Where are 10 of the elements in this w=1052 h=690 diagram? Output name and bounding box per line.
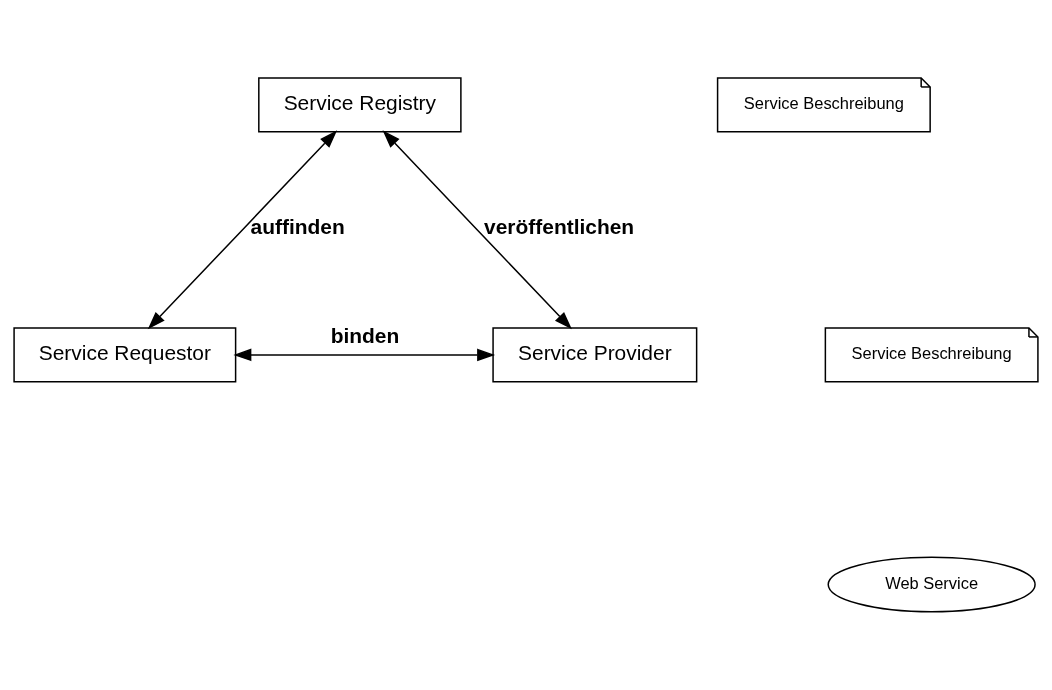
edge-label: binden [330,324,400,348]
edge-label: veröffentlichen [484,214,635,238]
node-ellipse: Web Service [827,556,1036,613]
arrow [147,130,338,330]
arrow [233,348,496,362]
node-box: Service Registry [258,77,462,133]
edge-label: auffinden [250,214,345,238]
node-box: Service Requestor [13,327,237,383]
node-box: Service Provider [492,327,698,383]
arrow [382,130,572,330]
